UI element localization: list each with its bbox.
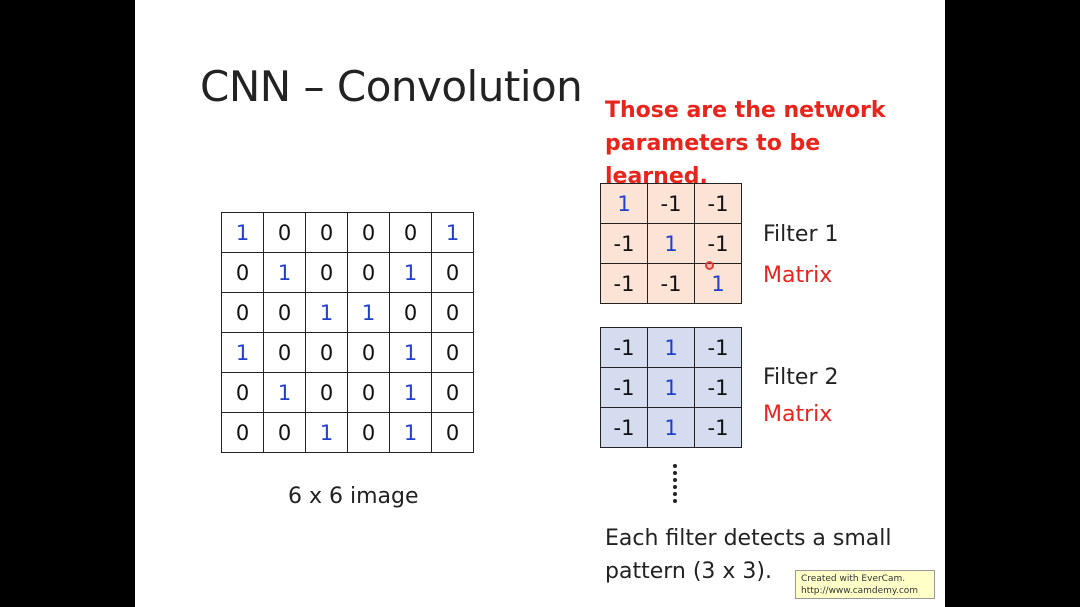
image-matrix-cell: 0 xyxy=(347,252,390,293)
image-matrix-cell: 1 xyxy=(305,292,348,333)
filter-1-cell: 1 xyxy=(600,183,648,224)
image-matrix-cell: 0 xyxy=(305,332,348,373)
image-matrix-cell: 0 xyxy=(431,332,474,373)
filter-2-cell: -1 xyxy=(694,367,742,408)
image-matrix-cell: 0 xyxy=(263,292,306,333)
image-matrix-cell: 0 xyxy=(221,292,264,333)
image-matrix-cell: 0 xyxy=(347,372,390,413)
filter-1-cell: 1 xyxy=(694,263,742,304)
filter-2-cell: -1 xyxy=(600,327,648,368)
image-matrix-cell: 0 xyxy=(431,412,474,453)
filter-2-cell: -1 xyxy=(694,407,742,448)
evercam-watermark: Created with EverCam. http://www.camdemy… xyxy=(795,570,935,599)
watermark-line-2: http://www.camdemy.com xyxy=(801,586,919,596)
image-matrix-cell: 1 xyxy=(263,372,306,413)
filter-2-cell: -1 xyxy=(600,367,648,408)
filter-1-cell: -1 xyxy=(694,223,742,264)
image-matrix-cell: 1 xyxy=(221,212,264,253)
filter-1-cell: -1 xyxy=(647,183,695,224)
image-matrix-cell: 0 xyxy=(347,212,390,253)
image-matrix-cell: 0 xyxy=(263,412,306,453)
note-line-1: Those are the network xyxy=(605,98,886,123)
description-line-2: pattern (3 x 3). xyxy=(605,559,772,584)
filter-2-cell: 1 xyxy=(647,327,695,368)
slide-title: CNN – Convolution xyxy=(200,62,583,111)
image-matrix-cell: 1 xyxy=(305,412,348,453)
image-matrix-cell: 0 xyxy=(263,332,306,373)
image-matrix-cell: 1 xyxy=(389,252,432,293)
image-matrix-cell: 0 xyxy=(431,252,474,293)
image-matrix-cell: 1 xyxy=(263,252,306,293)
image-matrix-cell: 0 xyxy=(221,252,264,293)
image-matrix-cell: 0 xyxy=(305,212,348,253)
image-matrix-cell: 0 xyxy=(389,212,432,253)
image-matrix-cell: 0 xyxy=(305,372,348,413)
filter-1-cell: -1 xyxy=(647,263,695,304)
filter-1-cell: -1 xyxy=(694,183,742,224)
filter-2-cell: 1 xyxy=(647,407,695,448)
note-line-2: parameters to be learned. xyxy=(605,131,821,189)
filter-2-label: Filter 2 xyxy=(763,365,839,390)
image-caption: 6 x 6 image xyxy=(288,484,419,509)
image-matrix-cell: 0 xyxy=(347,412,390,453)
image-matrix-cell: 1 xyxy=(221,332,264,373)
filter-1-cell: 1 xyxy=(647,223,695,264)
image-matrix-cell: 1 xyxy=(347,292,390,333)
filter-1-row: 1-1-1 xyxy=(600,183,742,224)
slide: CNN – Convolution Those are the network … xyxy=(135,0,945,607)
image-matrix-cell: 0 xyxy=(431,372,474,413)
image-matrix-cell: 0 xyxy=(305,252,348,293)
filter-2-matrix-label: Matrix xyxy=(763,402,833,427)
filter-1-label: Filter 1 xyxy=(763,222,839,247)
pointer-cursor-icon xyxy=(705,261,714,270)
filter-2-cell: -1 xyxy=(694,327,742,368)
filter-2-cell: 1 xyxy=(647,367,695,408)
filter-2-cell: -1 xyxy=(600,407,648,448)
image-matrix-cell: 0 xyxy=(263,212,306,253)
image-matrix-cell: 0 xyxy=(221,412,264,453)
filter-1-cell: -1 xyxy=(600,263,648,304)
description-line-1: Each filter detects a small xyxy=(605,526,892,551)
more-filters-ellipsis xyxy=(673,464,681,506)
filter-description: Each filter detects a small pattern (3 x… xyxy=(605,522,925,588)
image-matrix-cell: 1 xyxy=(389,332,432,373)
image-matrix-cell: 1 xyxy=(431,212,474,253)
filter-1-matrix-label: Matrix xyxy=(763,263,833,288)
image-matrix-cell: 0 xyxy=(431,292,474,333)
filter-1-cell: -1 xyxy=(600,223,648,264)
watermark-line-1: Created with EverCam. xyxy=(801,574,906,584)
image-matrix-cell: 0 xyxy=(347,332,390,373)
image-matrix-cell: 0 xyxy=(221,372,264,413)
image-matrix-cell: 1 xyxy=(389,412,432,453)
parameters-note: Those are the network parameters to be l… xyxy=(605,94,925,193)
image-matrix-cell: 0 xyxy=(389,292,432,333)
image-matrix-cell: 1 xyxy=(389,372,432,413)
